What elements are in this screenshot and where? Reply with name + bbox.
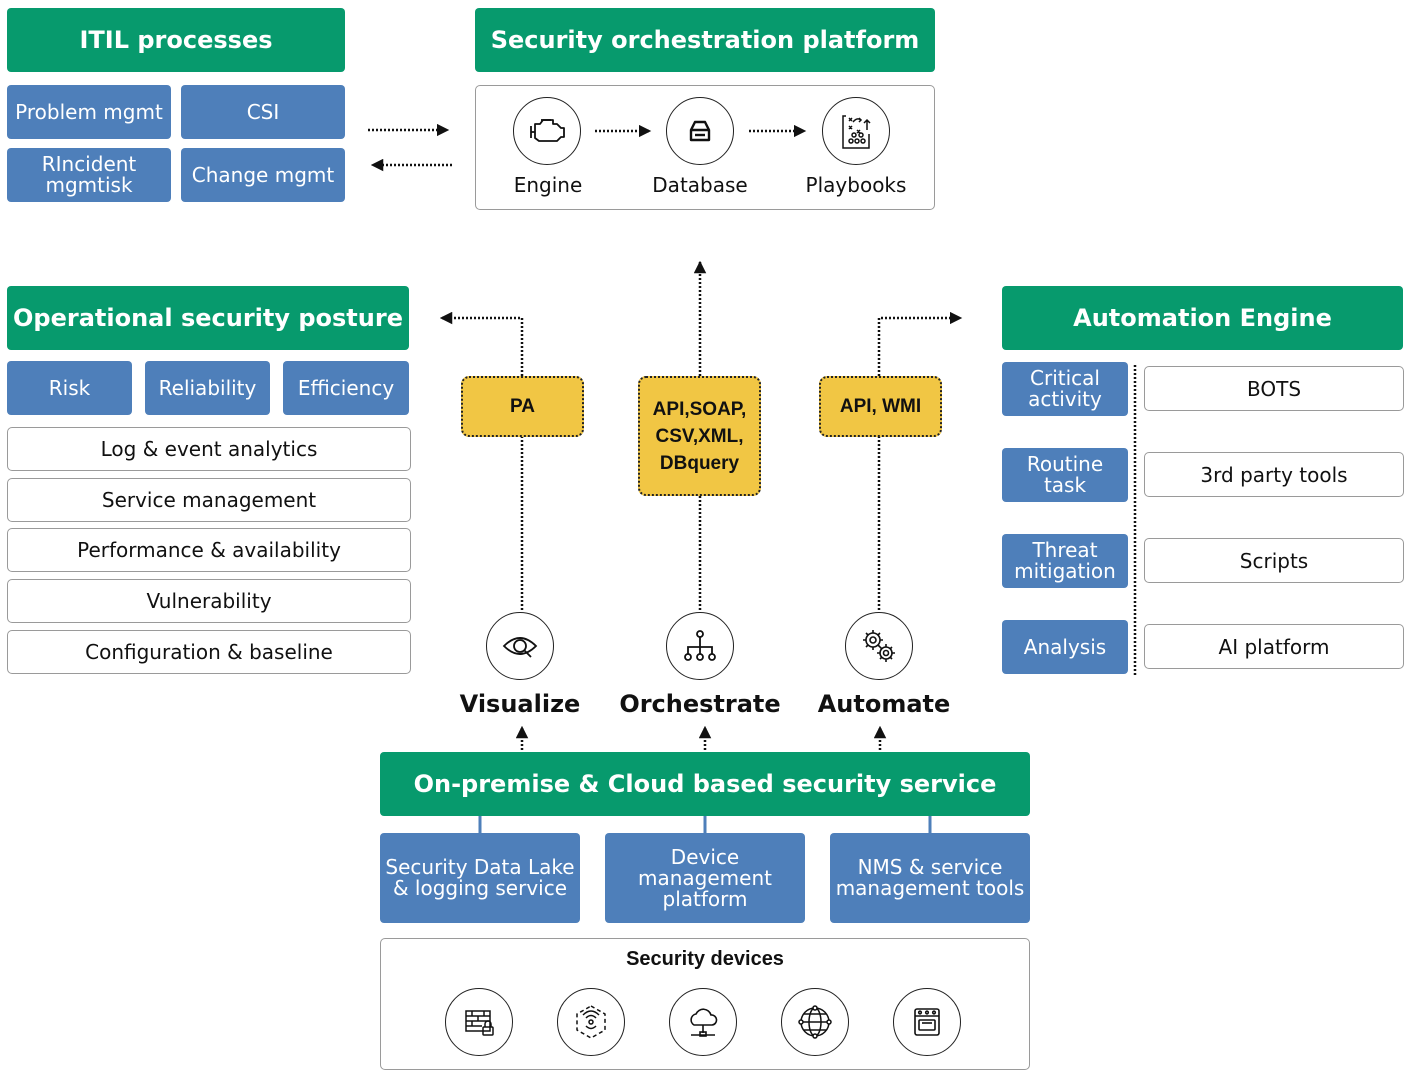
wireless-network-icon — [557, 988, 625, 1056]
posture-vulnerability: Vulnerability — [7, 579, 411, 623]
posture-risk: Risk — [7, 361, 132, 415]
service-title: On-premise & Cloud based security servic… — [380, 752, 1030, 816]
engine-icon — [513, 97, 581, 165]
automation-ai-platform: AI platform — [1144, 624, 1404, 669]
security-devices-title: Security devices — [626, 948, 784, 970]
itil-title: ITIL processes — [7, 8, 345, 72]
sop-title: Security orchestration platform — [475, 8, 935, 72]
service-nms-tools: NMS & service management tools — [830, 833, 1030, 923]
engine-label: Engine — [513, 173, 583, 197]
automation-analysis: Analysis — [1002, 620, 1128, 674]
eye-icon — [486, 612, 554, 680]
automation-routine-task: Routine task — [1002, 448, 1128, 502]
automation-threat-mitigation: Threat mitigation — [1002, 534, 1128, 588]
database-icon — [666, 97, 734, 165]
protocol-api-soap-line-1: API,SOAP, — [652, 398, 747, 420]
orchestrate-label: Orchestrate — [619, 690, 781, 718]
protocol-api-soap-line-3: DBquery — [659, 452, 740, 474]
posture-log-event-analytics: Log & event analytics — [7, 427, 411, 471]
automation-bots: BOTS — [1144, 366, 1404, 411]
itil-csi: CSI — [181, 85, 345, 139]
protocol-api-soap-line-2: CSV,XML, — [655, 425, 744, 447]
posture-title: Operational security posture — [7, 286, 409, 350]
cloud-network-icon — [669, 988, 737, 1056]
protocol-api-soap: API,SOAP, CSV,XML, DBquery — [638, 376, 761, 496]
automation-scripts: Scripts — [1144, 538, 1404, 583]
posture-configuration-baseline: Configuration & baseline — [7, 630, 411, 674]
visualize-label: Visualize — [459, 690, 581, 718]
protocol-api-wmi: API, WMI — [819, 376, 942, 437]
hierarchy-icon — [666, 612, 734, 680]
itil-incident-mgmt: RIncident mgmtisk — [7, 148, 171, 202]
playbooks-label: Playbooks — [805, 173, 907, 197]
protocol-pa: PA — [461, 376, 584, 437]
playbooks-icon — [822, 97, 890, 165]
globe-network-icon — [781, 988, 849, 1056]
posture-efficiency: Efficiency — [283, 361, 409, 415]
posture-service-management: Service management — [7, 478, 411, 522]
service-device-management: Device management platform — [605, 833, 805, 923]
automation-title: Automation Engine — [1002, 286, 1403, 350]
automation-critical-activity: Critical activity — [1002, 362, 1128, 416]
posture-reliability: Reliability — [145, 361, 270, 415]
firewall-icon — [445, 988, 513, 1056]
sop-panel — [475, 85, 935, 210]
service-security-data-lake: Security Data Lake & logging service — [380, 833, 580, 923]
itil-change-mgmt: Change mgmt — [181, 148, 345, 202]
database-label: Database — [652, 173, 748, 197]
appliance-icon — [893, 988, 961, 1056]
line-pa-up — [439, 311, 524, 376]
automate-label: Automate — [817, 690, 951, 718]
itil-problem-mgmt: Problem mgmt — [7, 85, 171, 139]
automation-3rd-party-tools: 3rd party tools — [1144, 452, 1404, 497]
gears-icon — [845, 612, 913, 680]
line-wmi-up — [877, 311, 963, 376]
posture-performance-availability: Performance & availability — [7, 528, 411, 572]
